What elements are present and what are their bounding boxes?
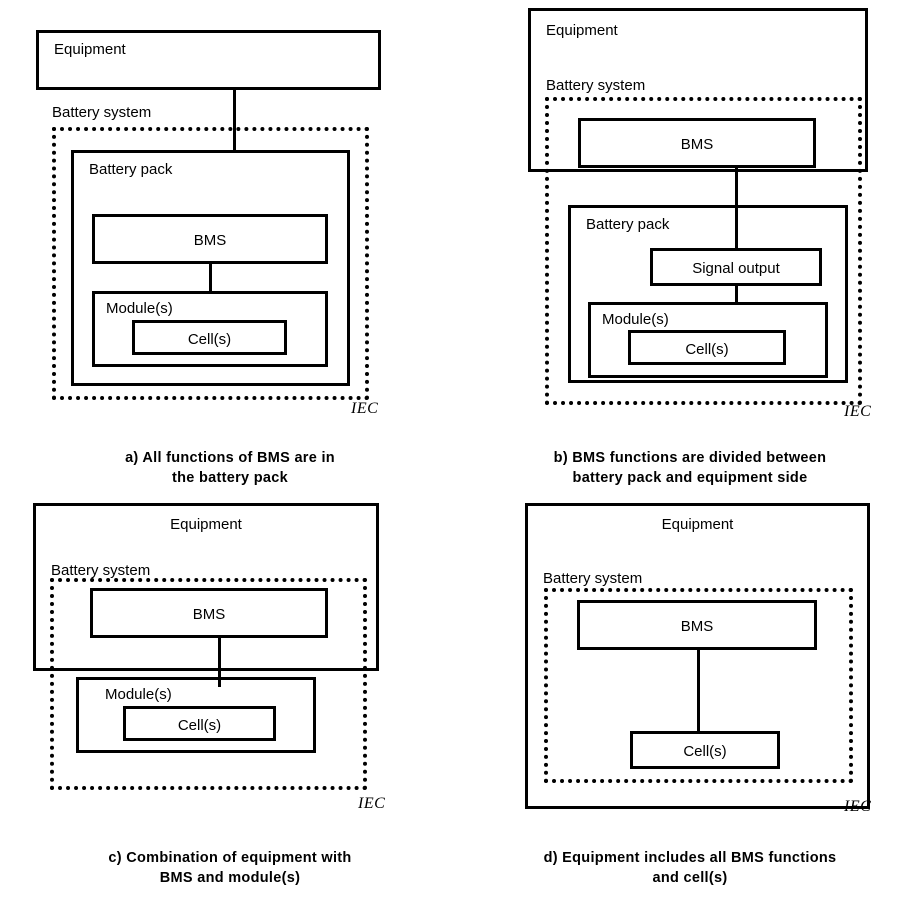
panel-d-equipment-label: Equipment xyxy=(661,516,734,533)
panel-b-caption: b) BMS functions are divided between bat… xyxy=(480,448,900,488)
panel-d-caption-line1: d) Equipment includes all BMS functions xyxy=(543,850,837,866)
panel-b-iec-mark: IEC xyxy=(844,403,872,420)
panel-d-bms-box: BMS xyxy=(577,600,817,650)
panel-d-bms-label: BMS xyxy=(680,618,714,635)
panel-a-caption-line2: the battery pack xyxy=(171,470,288,486)
panel-d-cells-label: Cell(s) xyxy=(683,743,727,760)
panel-d-battery-system-label: Battery system xyxy=(543,570,643,587)
panel-a-caption-line1: a) All functions of BMS are in xyxy=(125,450,335,466)
panel-a-equipment-box: Equipment xyxy=(36,30,381,90)
panel-a-cells-label: Cell(s) xyxy=(187,331,232,348)
panel-a-caption: a) All functions of BMS are in the batte… xyxy=(20,448,440,488)
panel-a-equipment-label: Equipment xyxy=(54,41,126,58)
panel-c-bms-label: BMS xyxy=(192,606,226,623)
panel-b-caption-line2: battery pack and equipment side xyxy=(572,470,808,486)
panel-b-modules-box: Module(s) xyxy=(588,302,828,378)
panel-d-equipment-box: Equipment Battery system xyxy=(525,503,870,809)
panel-a-iec-mark: IEC xyxy=(351,400,379,417)
panel-c-cells-box: Cell(s) xyxy=(123,706,276,741)
panel-a-connector-equipment-pack xyxy=(233,89,236,151)
panel-a-bms-label: BMS xyxy=(193,232,227,249)
panel-c: Equipment Battery system BMS Module(s) C… xyxy=(0,495,440,906)
panel-c-bms-box: BMS xyxy=(90,588,328,638)
panel-c-connector-bms-module xyxy=(218,637,221,687)
panel-b-battery-pack-label: Battery pack xyxy=(586,216,670,233)
panel-b-equipment-box: Equipment Battery system xyxy=(528,8,868,172)
panel-b-signal-output-box: Signal output xyxy=(650,248,822,286)
panel-d-caption-line2: and cell(s) xyxy=(652,870,728,886)
panel-b-cells-label: Cell(s) xyxy=(685,341,729,358)
panel-c-modules-label: Module(s) xyxy=(105,686,172,703)
panel-b: Equipment Battery system BMS Battery pac… xyxy=(460,0,919,486)
panel-b-battery-system-label: Battery system xyxy=(546,77,646,94)
panel-b-battery-system-box xyxy=(545,97,862,405)
panel-c-equipment-box: Equipment Battery system xyxy=(33,503,379,671)
panel-c-modules-box: Module(s) xyxy=(76,677,316,753)
panel-b-cells-box: Cell(s) xyxy=(628,330,786,365)
panel-a-connector-bms-module xyxy=(209,263,212,292)
panel-a-battery-pack-label: Battery pack xyxy=(89,161,173,178)
panel-a-bms-box: BMS xyxy=(92,214,328,264)
panel-b-caption-line1: b) BMS functions are divided between xyxy=(553,450,827,466)
panel-d-caption: d) Equipment includes all BMS functions … xyxy=(470,848,910,888)
panel-b-bms-label: BMS xyxy=(680,136,714,153)
panel-a-battery-pack-box: Battery pack xyxy=(71,150,350,386)
panel-c-battery-system-label: Battery system xyxy=(51,562,151,579)
panel-d-iec-mark: IEC xyxy=(844,798,872,815)
panel-c-caption-line1: c) Combination of equipment with xyxy=(108,850,352,866)
panel-c-equipment-label: Equipment xyxy=(170,516,242,533)
panel-a-battery-system-box xyxy=(52,127,369,400)
panel-a-modules-box: Module(s) xyxy=(92,291,328,367)
panel-b-connector-bms-signal xyxy=(735,167,738,251)
panel-d-connector-bms-cells xyxy=(697,649,700,732)
panel-b-connector-signal-module xyxy=(735,285,738,303)
panel-a-modules-label: Module(s) xyxy=(106,300,173,317)
panel-c-caption-line2: BMS and module(s) xyxy=(159,870,301,886)
panel-b-equipment-label: Equipment xyxy=(546,22,618,39)
panel-b-bms-box: BMS xyxy=(578,118,816,168)
panel-c-cells-label: Cell(s) xyxy=(177,717,222,734)
panel-d: Equipment Battery system BMS Cell(s) IEC… xyxy=(460,495,919,906)
panel-d-battery-system-box xyxy=(544,588,853,783)
panel-c-caption: c) Combination of equipment with BMS and… xyxy=(20,848,440,888)
panel-a-cells-box: Cell(s) xyxy=(132,320,287,355)
panel-b-modules-label: Module(s) xyxy=(602,311,669,328)
panel-a-battery-system-label: Battery system xyxy=(52,104,152,121)
panel-c-battery-system-box xyxy=(50,578,367,790)
panel-b-signal-output-label: Signal output xyxy=(692,260,780,277)
panel-b-battery-pack-box: Battery pack xyxy=(568,205,848,383)
panel-d-cells-box: Cell(s) xyxy=(630,731,780,769)
panel-c-iec-mark: IEC xyxy=(358,795,386,812)
panel-a: Equipment Battery system Battery pack BM… xyxy=(0,0,440,486)
